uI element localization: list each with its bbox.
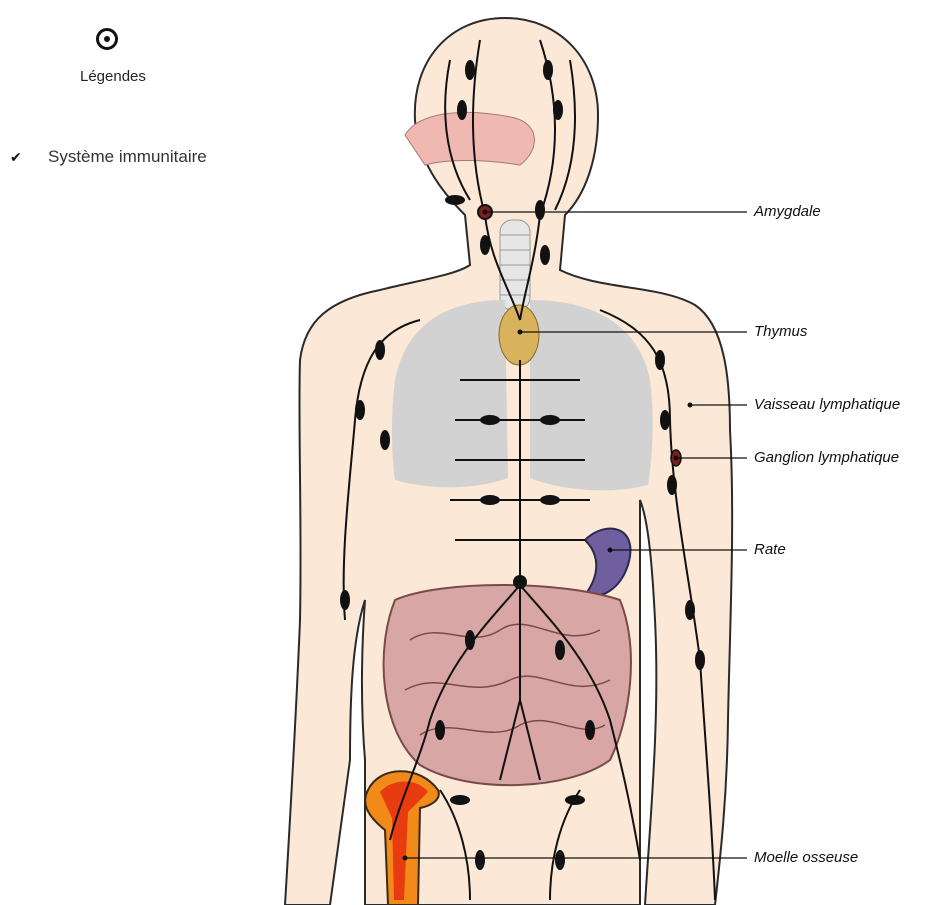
lymph-node bbox=[480, 495, 500, 505]
lymph-node bbox=[540, 415, 560, 425]
lymph-node bbox=[445, 195, 465, 205]
lymph-node bbox=[457, 100, 467, 120]
lymph-node bbox=[555, 640, 565, 660]
label-bone-marrow: Moelle osseuse bbox=[754, 849, 858, 866]
label-lymphatic-vessel: Vaisseau lymphatique bbox=[754, 396, 900, 413]
lymph-node bbox=[475, 850, 485, 870]
lymph-node bbox=[535, 200, 545, 220]
lymph-node bbox=[513, 575, 527, 589]
lymph-node bbox=[660, 410, 670, 430]
lymph-node bbox=[340, 590, 350, 610]
lymph-node bbox=[465, 60, 475, 80]
lymph-node bbox=[355, 400, 365, 420]
lymph-node bbox=[585, 720, 595, 740]
lymph-node bbox=[667, 475, 677, 495]
lymph-node bbox=[685, 600, 695, 620]
lymph-node bbox=[540, 245, 550, 265]
lymph-node bbox=[465, 630, 475, 650]
label-spleen: Rate bbox=[754, 541, 786, 558]
label-thymus: Thymus bbox=[754, 323, 807, 340]
nasal-cavity bbox=[405, 112, 534, 165]
lymph-node bbox=[553, 100, 563, 120]
lymph-node bbox=[480, 415, 500, 425]
lymph-node bbox=[565, 795, 585, 805]
lymph-node bbox=[655, 350, 665, 370]
label-lymph-node: Ganglion lymphatique bbox=[754, 449, 899, 466]
lymph-node bbox=[380, 430, 390, 450]
lymph-node bbox=[480, 235, 490, 255]
lymph-node bbox=[543, 60, 553, 80]
lymph-node bbox=[435, 720, 445, 740]
lymph-node bbox=[555, 850, 565, 870]
lymph-node bbox=[450, 795, 470, 805]
label-amygdale: Amygdale bbox=[754, 203, 821, 220]
lymph-node bbox=[540, 495, 560, 505]
lymph-node bbox=[375, 340, 385, 360]
lymph-node bbox=[695, 650, 705, 670]
thymus-organ bbox=[499, 305, 539, 365]
